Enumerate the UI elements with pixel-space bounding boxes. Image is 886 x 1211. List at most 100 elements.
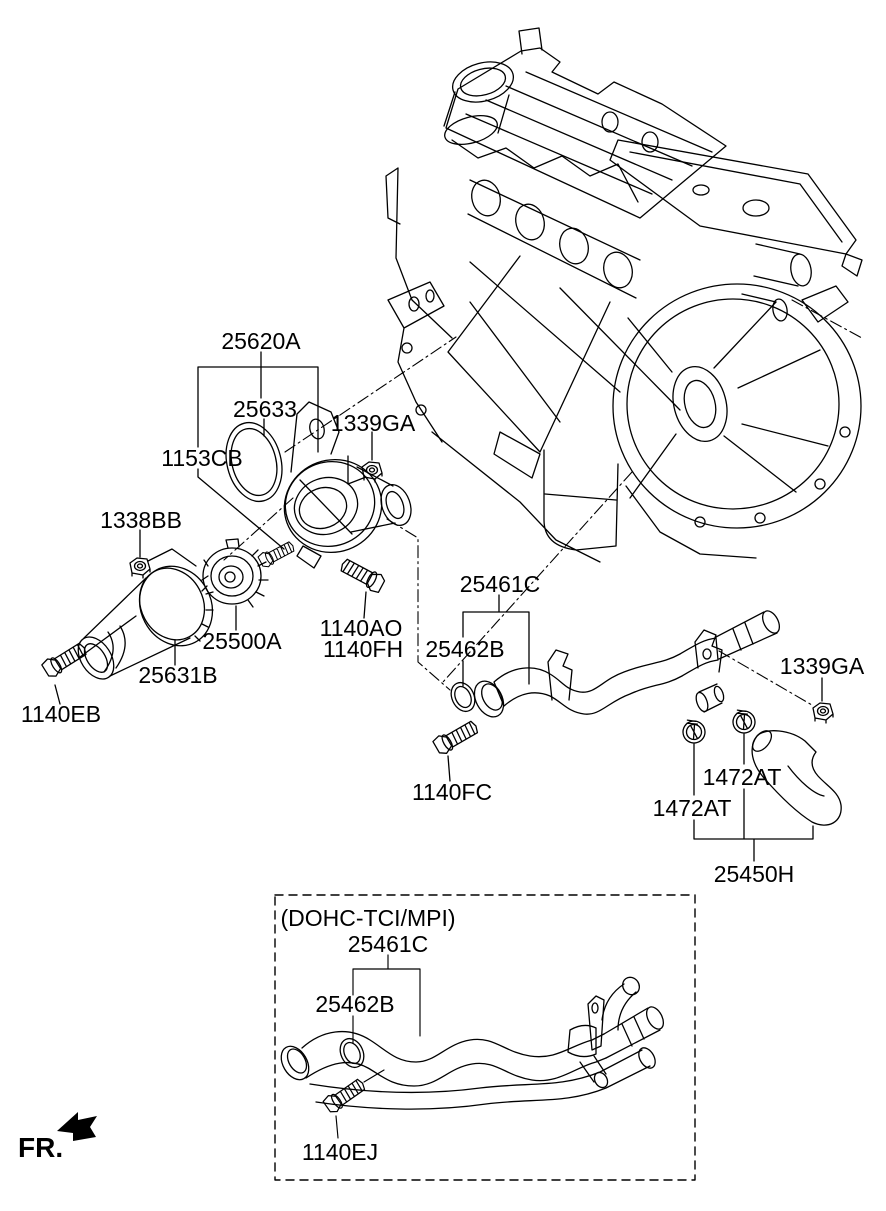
dohc-pipe-inlet-collar [280, 1045, 310, 1081]
boss-end [772, 298, 788, 322]
cam-cover-humps [451, 139, 639, 203]
pipe-stub [698, 683, 723, 713]
crank-opening-inner [683, 379, 717, 429]
centerline-crank [791, 299, 863, 339]
block-braces [447, 255, 681, 453]
coolant-inlet-pipe-25631B [77, 565, 214, 680]
head-port [471, 179, 501, 217]
callout-1140EB: 1140EB [21, 701, 101, 727]
variant-box-border [274, 894, 696, 1181]
head-port [603, 251, 633, 289]
flange-hatch [194, 575, 214, 642]
housing-bracket-arm [290, 401, 340, 473]
leader-lines [54, 351, 823, 862]
leader-25620A [197, 351, 319, 550]
callout-dohc-25461C: 25461C [348, 931, 429, 957]
dohc-variant-box [274, 894, 696, 1181]
callout-25633: 25633 [233, 396, 297, 422]
centerline-housing-engine [284, 336, 457, 453]
pipe-end-cylinder [715, 611, 778, 660]
thermostat-rim [202, 547, 262, 605]
hose-inner-curve [787, 765, 825, 797]
dohc-bolt-1140EJ [321, 1074, 369, 1116]
leader-25461C [462, 594, 530, 687]
pipe-body [83, 577, 191, 677]
stub-end2 [713, 685, 725, 703]
leader-1472AT-25450H [693, 733, 814, 862]
callout-1140AO: 1140AO [320, 615, 403, 641]
flange-face [284, 460, 376, 548]
manifold-hole [408, 296, 420, 312]
fr-label: FR. [18, 1132, 63, 1163]
side-bosses [741, 243, 801, 303]
flange-rim [283, 458, 383, 554]
flange-chord [299, 479, 353, 535]
dohc-bracket-hole [591, 1002, 599, 1014]
centerlines [223, 299, 863, 706]
dohc-second-hose [309, 1049, 651, 1110]
bolt-1140FC [431, 716, 482, 757]
dohc-pipe-bottom [305, 1057, 607, 1087]
dohc-pipe-top [301, 1030, 605, 1063]
nut-1338BB [129, 557, 151, 579]
pipe-bracket-tab [547, 649, 573, 701]
dohc-second-hose-end [638, 1047, 656, 1069]
intake-tray [609, 139, 857, 255]
callout-1339GA-top: 1339GA [331, 410, 416, 436]
centerline-outlet-pipe [386, 518, 451, 691]
manifold-hole [425, 289, 435, 303]
dohc-pipe-end [645, 1006, 665, 1030]
head-port [559, 227, 589, 265]
clamp-1472AT-right [729, 706, 758, 736]
thermostat-pin [224, 571, 236, 583]
valve-cover-outline [445, 47, 727, 219]
top-post [518, 27, 543, 55]
callout-1153CB: 1153CB [161, 445, 242, 471]
gasket-outer [225, 421, 283, 503]
oil-filler-cone [443, 91, 510, 134]
fr-arrow-icon [57, 1112, 97, 1141]
callout-1338BB: 1338BB [100, 507, 182, 533]
dohc-stub [579, 1055, 607, 1083]
pipe-open-end-inner [83, 643, 109, 673]
callout-1472AT-2: 1472AT [653, 795, 732, 821]
dohc-pipe-25461C [280, 976, 665, 1110]
leader-1140EB [54, 615, 137, 705]
bolt-1140EB [40, 638, 90, 680]
dohc-branch-end [622, 976, 640, 996]
callout-1339GA-right: 1339GA [780, 653, 865, 679]
callout-25620A: 25620A [221, 328, 301, 354]
centerline-flange-thermostat [223, 497, 294, 561]
crank-opening [672, 366, 728, 442]
injector-boss [641, 131, 659, 153]
callout-25631B: 25631B [138, 662, 217, 688]
thermostat-core [218, 565, 244, 589]
outlet-end [380, 484, 412, 526]
tray-hole [742, 199, 770, 217]
centerline-engine-pipe [442, 471, 633, 683]
dohc-pipe-end-cylinder [603, 1007, 661, 1059]
callout-1140FH: 1140FH [323, 636, 403, 662]
bolt-hole [401, 342, 413, 354]
pipe-inlet-end [481, 683, 503, 711]
leader-1140AO [363, 591, 367, 619]
injector-boss [601, 111, 619, 133]
flange-hole [694, 516, 706, 528]
water-pipe-25461C [473, 610, 781, 718]
valve-cover-ribs [465, 71, 713, 195]
leader-1339GA-top [347, 431, 373, 485]
hose-open-end [751, 730, 773, 752]
pipe-bracket-tab2 [694, 629, 723, 673]
leader-1140FC [447, 755, 451, 782]
flange-opening [293, 476, 359, 536]
bell-housing-tab [801, 285, 849, 323]
bolt-1140AO-1140FH [337, 555, 388, 595]
callout-25450H: 25450H [714, 861, 795, 887]
stub-end [695, 691, 709, 713]
block-bottom [431, 431, 619, 563]
flange-hole [814, 478, 826, 490]
engine-illustration [385, 27, 863, 563]
front-direction-marker [57, 1112, 97, 1141]
clamp-1472AT-left [679, 716, 708, 746]
